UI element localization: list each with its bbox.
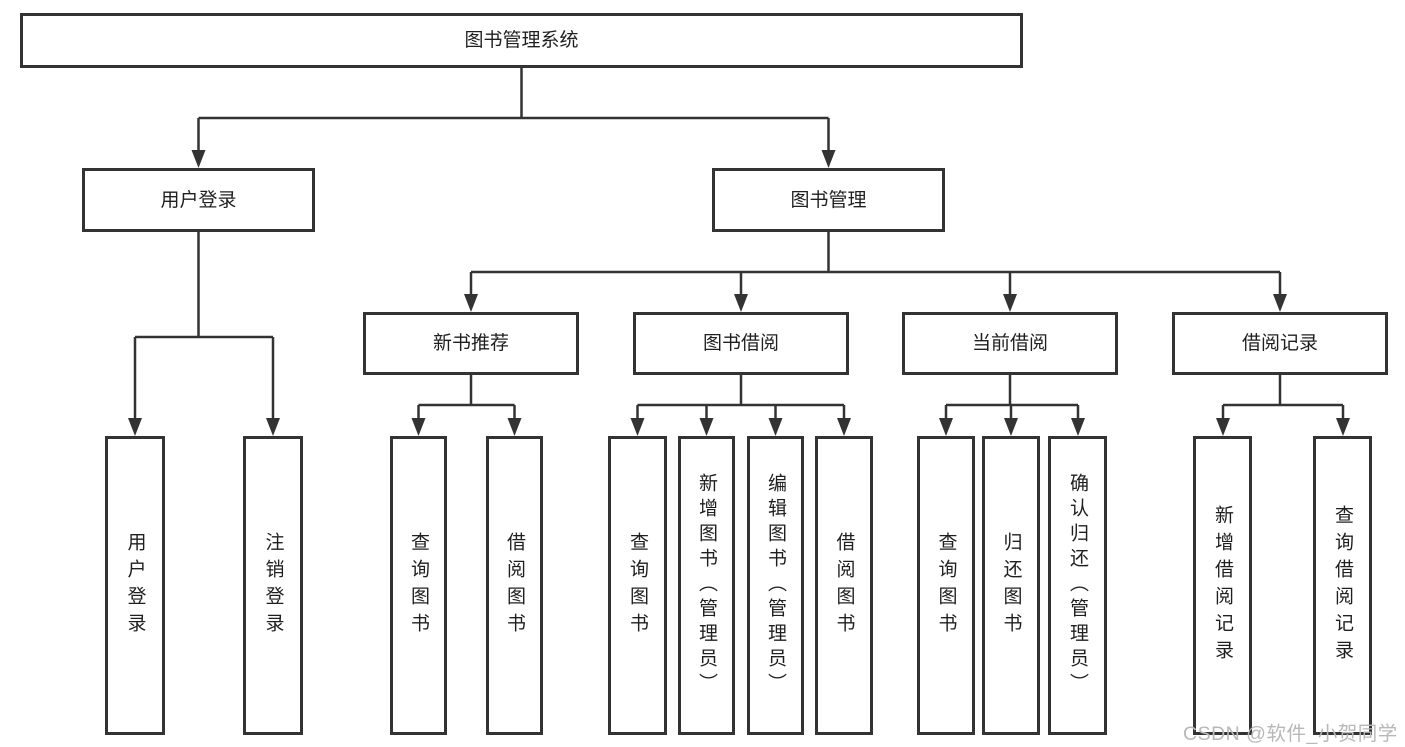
leaf-query-books-current: 查询图书	[917, 436, 975, 735]
leaf-borrow-books-recommendation: 借阅图书	[486, 436, 543, 735]
leaf-query-borrowing-record: 查询借阅记录	[1313, 436, 1372, 735]
node-new-book-recommendation: 新书推荐	[363, 312, 579, 375]
leaf-user-login: 用户登录	[105, 436, 165, 735]
node-book-borrowing: 图书借阅	[633, 312, 849, 375]
connector-book-management-to-level3	[464, 232, 1287, 312]
leaf-query-books-recommendation: 查询图书	[390, 436, 447, 735]
csdn-watermark: CSDN @软件_小贺同学	[1183, 723, 1398, 745]
leaf-return-books: 归还图书	[982, 436, 1040, 735]
leaf-edit-books-admin: 编辑图书（管理员）	[747, 436, 804, 735]
connector-borrowing-records-to-leaves	[1216, 375, 1350, 436]
connector-current-borrowing-to-leaves	[939, 375, 1085, 436]
node-borrowing-records: 借阅记录	[1172, 312, 1388, 375]
connector-new-book-recommendation-to-leaves	[411, 375, 522, 436]
leaf-confirm-return-admin: 确认归还（管理员）	[1048, 436, 1107, 735]
connector-user-login-to-leaves	[128, 232, 280, 436]
leaf-logout: 注销登录	[243, 436, 303, 735]
leaf-query-books-borrowing: 查询图书	[608, 436, 667, 735]
leaf-add-books-admin: 新增图书（管理员）	[678, 436, 735, 735]
leaf-borrow-books-borrowing: 借阅图书	[815, 436, 873, 735]
node-book-management: 图书管理	[712, 168, 945, 232]
connector-root-to-level2	[191, 68, 836, 168]
node-library-management-system: 图书管理系统	[20, 13, 1023, 68]
leaf-add-borrowing-record: 新增借阅记录	[1193, 436, 1252, 735]
node-user-login: 用户登录	[82, 168, 315, 232]
connector-book-borrowing-to-leaves	[630, 375, 851, 436]
node-current-borrowing: 当前借阅	[902, 312, 1118, 375]
